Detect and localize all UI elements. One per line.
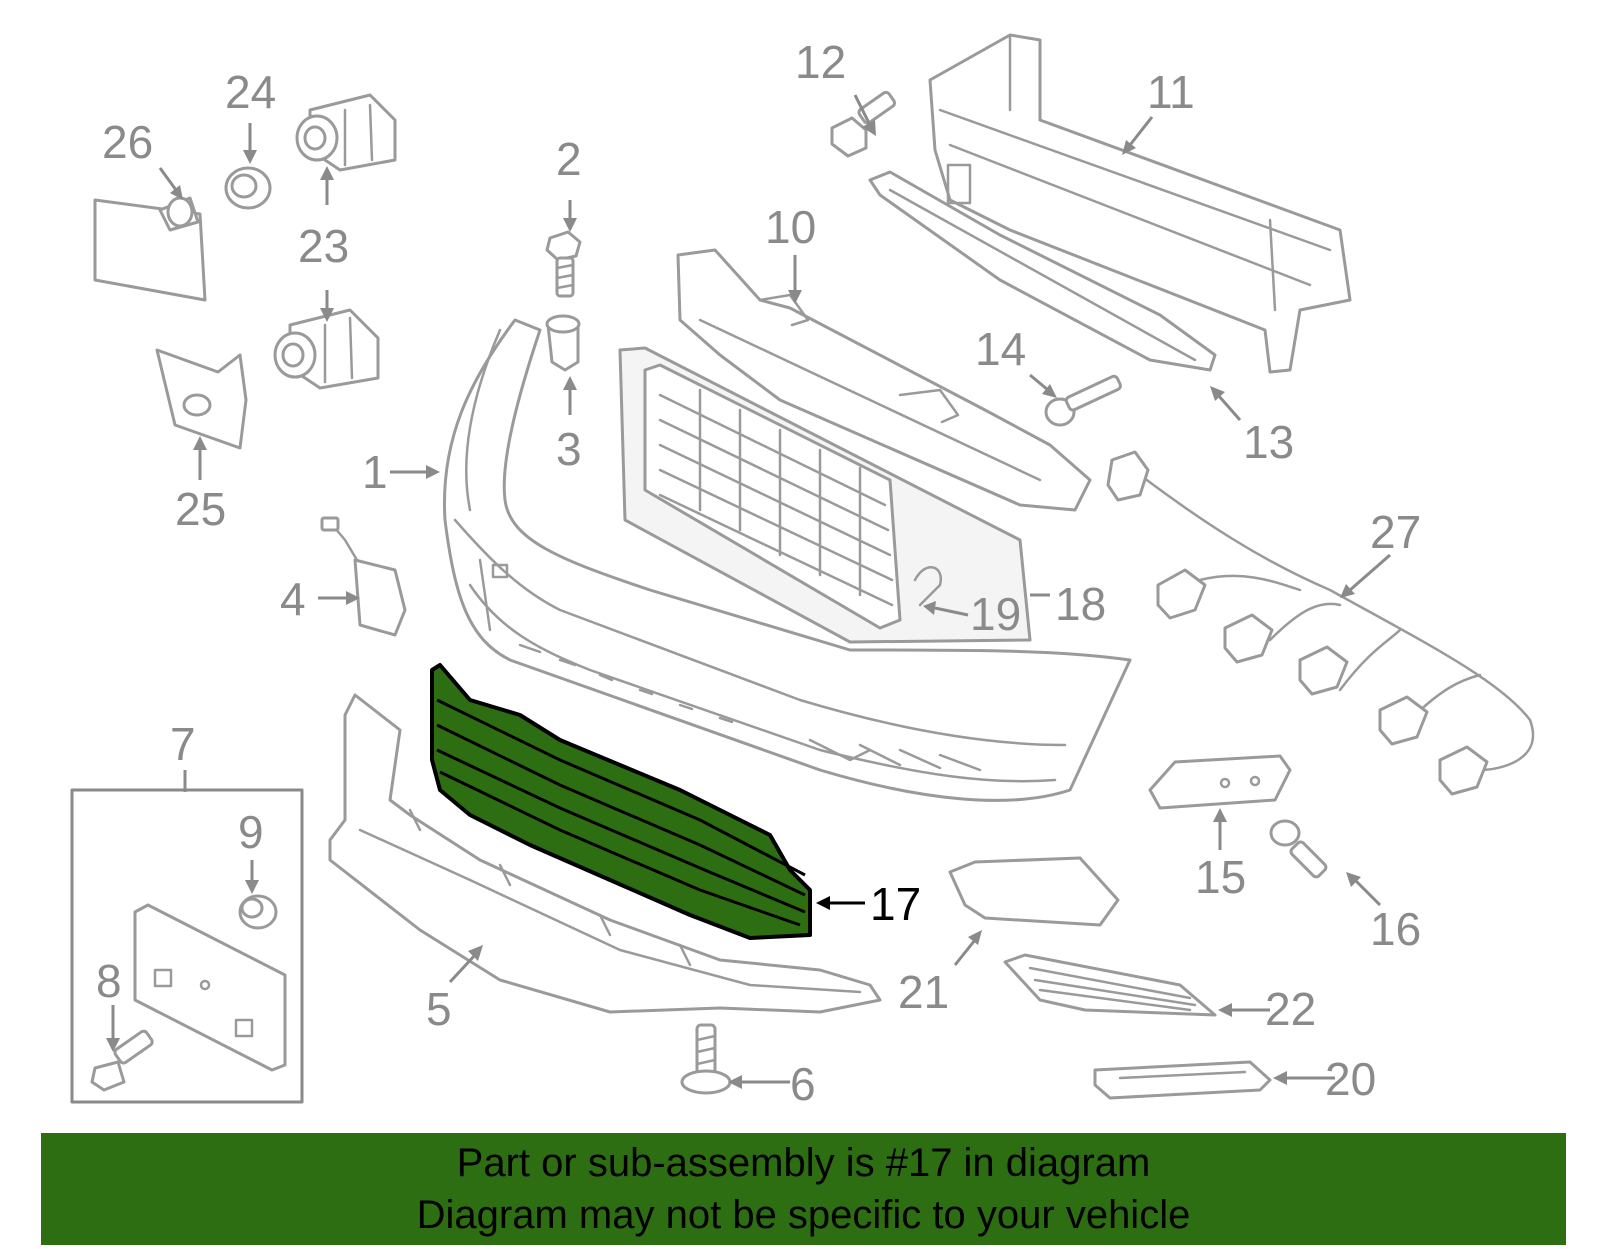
part-26-bracket — [93, 196, 207, 302]
part-2-bolt — [545, 230, 582, 298]
part-13-bracket — [868, 170, 1217, 372]
callout-1: 1 — [362, 446, 388, 498]
callout-4: 4 — [280, 573, 306, 625]
part-23-sensor-lower — [273, 308, 380, 390]
part-10-absorber — [676, 248, 1092, 512]
callout-13: 13 — [1243, 416, 1294, 468]
callout-11: 11 — [1147, 66, 1195, 118]
part-18-grille-assembly — [618, 346, 1032, 644]
part-21-trim — [948, 856, 1120, 927]
callout-10: 10 — [765, 201, 816, 253]
callout-18: 18 — [1055, 578, 1106, 630]
part-15-marker — [1148, 754, 1292, 810]
part-1-bumper-cover — [442, 318, 1132, 802]
part-25-sensor-bracket — [155, 348, 248, 450]
part-23-sensor-upper — [295, 93, 397, 172]
callout-15: 15 — [1195, 851, 1246, 903]
callout-24: 24 — [225, 66, 276, 118]
part-22-fog-grille — [1003, 953, 1217, 1017]
callout-6: 6 — [790, 1058, 816, 1110]
callout-23: 23 — [298, 220, 349, 272]
callout-7: 7 — [170, 718, 196, 770]
part-20-strip — [1093, 1060, 1272, 1100]
callout-27: 27 — [1370, 506, 1421, 558]
callout-12: 12 — [795, 36, 846, 88]
callout-16: 16 — [1370, 903, 1421, 955]
callout-19: 19 — [970, 588, 1021, 640]
callout-17: 17 — [870, 878, 921, 930]
part-11-reinforcement — [928, 33, 1352, 374]
callout-20: 20 — [1325, 1053, 1376, 1105]
callout-9: 9 — [238, 806, 264, 858]
part-6-pushpin — [680, 1023, 732, 1095]
part-14-bolt — [1044, 374, 1122, 427]
callout-8: 8 — [96, 955, 122, 1007]
callout-3: 3 — [556, 423, 582, 475]
banner-line-disclaimer: Diagram may not be specific to your vehi… — [416, 1193, 1191, 1237]
callout-5: 5 — [426, 983, 452, 1035]
callout-21: 21 — [898, 966, 949, 1018]
part-17-lower-grille — [430, 663, 812, 940]
callout-leaders — [106, 94, 1391, 1089]
callout-25: 25 — [175, 483, 226, 535]
part-5-spoiler — [328, 693, 882, 1014]
part-7-plate-box — [70, 788, 304, 1104]
callout-22: 22 — [1265, 983, 1316, 1035]
part-16-bolt — [1269, 819, 1328, 879]
info-banner: Part or sub-assembly is #17 in diagram D… — [41, 1133, 1566, 1245]
part-4-sensor — [320, 516, 407, 637]
part-24-grommet — [224, 166, 272, 210]
callout-17-leader — [816, 896, 865, 910]
part-3-clip-nut — [545, 314, 581, 372]
callout-14: 14 — [975, 323, 1026, 375]
part-12-bolt — [830, 90, 897, 158]
part-27-wiring-harness — [1106, 450, 1534, 796]
banner-line-part: Part or sub-assembly is #17 in diagram — [456, 1141, 1151, 1185]
callout-26: 26 — [102, 116, 153, 168]
callout-2: 2 — [556, 133, 582, 185]
